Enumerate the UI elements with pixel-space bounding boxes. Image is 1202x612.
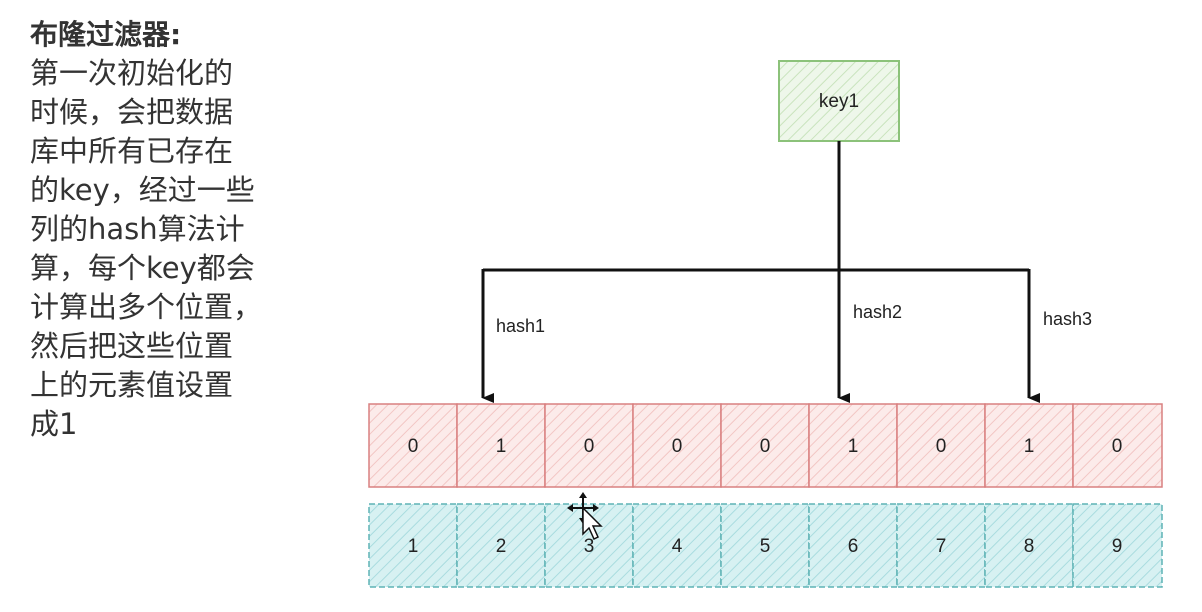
description-line: 第一次初始化的	[30, 56, 234, 90]
description-line: 成1	[30, 407, 78, 441]
bit-value: 1	[848, 436, 859, 457]
bit-cell	[896, 403, 986, 488]
index-cell	[368, 503, 458, 588]
description-line: 的key，经过一些	[30, 173, 255, 207]
index-value: 8	[1024, 536, 1035, 557]
index-value: 6	[848, 536, 859, 557]
index-row: 1 2 3 4 5 6 7 8 9	[368, 503, 1163, 588]
description-panel: 布隆过滤器: 第一次初始化的 时候，会把数据 库中所有已存在 的key，经过一些…	[30, 16, 310, 444]
index-cell	[896, 503, 986, 588]
hash1-label: hash1	[496, 316, 545, 336]
bit-cell	[456, 403, 546, 488]
bit-cell	[984, 403, 1074, 488]
hash-connectors	[481, 141, 1040, 403]
description-line: 算，每个key都会	[30, 251, 255, 285]
index-cell	[1072, 503, 1163, 588]
key-box	[778, 60, 900, 142]
bit-array-row: 0 1 0 0 0 1 0 1 0	[368, 403, 1163, 488]
description-line: 上的元素值设置	[30, 368, 234, 402]
description-title: 布隆过滤器:	[30, 18, 182, 51]
index-cell	[720, 503, 810, 588]
bit-cell	[1072, 403, 1163, 488]
hash3-label: hash3	[1043, 309, 1092, 329]
bit-cell	[632, 403, 722, 488]
index-value: 7	[936, 536, 947, 557]
description-line: 库中所有已存在	[30, 134, 234, 168]
bit-value: 0	[760, 436, 771, 457]
index-value: 9	[1112, 536, 1123, 557]
index-cell	[984, 503, 1074, 588]
bit-value: 0	[1112, 436, 1123, 457]
index-cell	[456, 503, 546, 588]
bit-cell	[808, 403, 898, 488]
bit-value: 0	[936, 436, 947, 457]
hash2-label: hash2	[853, 302, 902, 322]
bit-value: 0	[672, 436, 683, 457]
key-node: key1	[778, 60, 900, 142]
bit-value: 0	[408, 436, 419, 457]
index-value: 1	[408, 536, 419, 557]
index-value: 5	[760, 536, 771, 557]
description-line: 计算出多个位置，	[30, 290, 263, 324]
mouse-cursor-icon	[567, 492, 603, 541]
bit-cell	[544, 403, 634, 488]
description-line: 然后把这些位置	[30, 329, 234, 363]
index-value: 4	[672, 536, 683, 557]
index-cell	[632, 503, 722, 588]
bit-value: 1	[1024, 436, 1035, 457]
key-label: key1	[819, 91, 859, 112]
index-value: 3	[584, 536, 595, 557]
bit-value: 0	[584, 436, 595, 457]
bit-cell	[720, 403, 810, 488]
description-line: 时候，会把数据	[30, 95, 234, 129]
bit-value: 1	[496, 436, 507, 457]
index-value: 2	[496, 536, 507, 557]
description-line: 列的hash算法计	[30, 212, 245, 246]
